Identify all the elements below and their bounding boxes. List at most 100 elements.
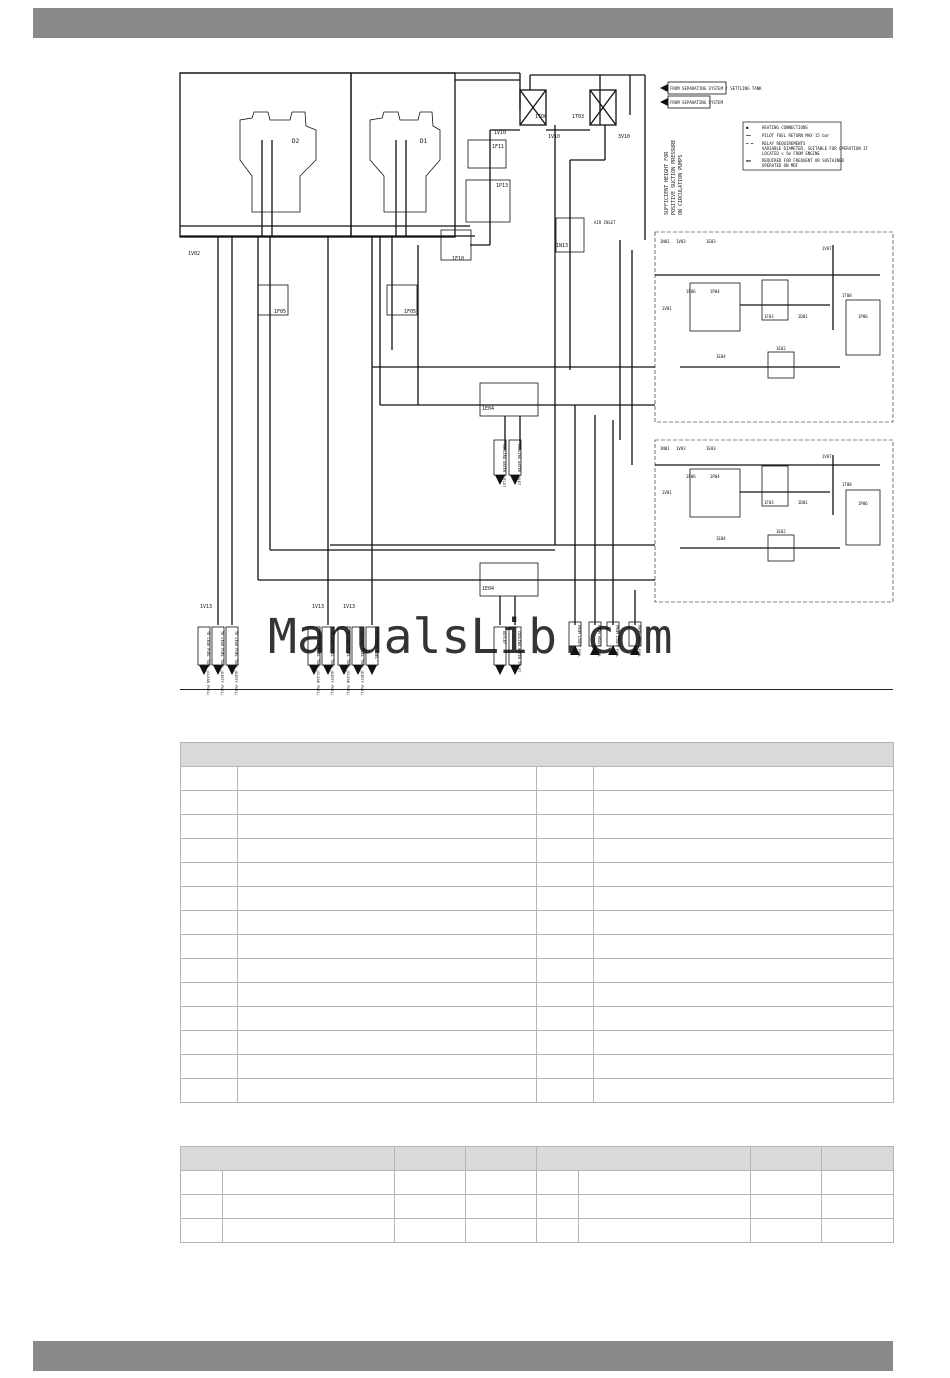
cooling-water-outlet-label: COOLING WATER OUTLET (502, 444, 506, 488)
table-row (180, 1054, 894, 1079)
engine-label-d2: D2 (292, 138, 300, 145)
tag: 1T08 (842, 293, 852, 298)
tag: 1P06 (858, 314, 868, 319)
tag: 1F06 (686, 474, 696, 479)
table-cell (237, 838, 537, 863)
tag: 1P04 (710, 289, 720, 294)
table-cell (750, 1194, 822, 1219)
table-cell (180, 1006, 238, 1031)
tag: 1F03 (764, 500, 774, 505)
tank-1t03 (589, 89, 617, 126)
tag: 1V01 (662, 490, 672, 495)
legend-text: VARIABLE DIAMETER, SUITABLE FOR OPERATIO… (762, 146, 869, 151)
table-cell (593, 910, 894, 935)
tag: 1D01 (798, 500, 808, 505)
table-cell (536, 1006, 594, 1031)
table-cell (536, 958, 594, 983)
tag-1t03: 1T03 (572, 114, 584, 120)
table-cell (180, 982, 238, 1007)
tag-1v10: 1V10 (494, 130, 506, 136)
footer-bar (33, 1341, 893, 1371)
outlet-label: TO LEAK FUEL TANK (CLEAN FUEL) (346, 631, 350, 696)
table-cell (536, 790, 594, 815)
tag: 1V03 (676, 239, 686, 244)
table-cell (180, 958, 238, 983)
table-cell (222, 1170, 395, 1195)
table-header-cell (180, 742, 894, 767)
legend-box (742, 121, 842, 171)
tag: 1P06 (858, 501, 868, 506)
legend-symbol: ▬▬ (746, 158, 751, 163)
table-row (180, 982, 894, 1007)
table-cell (536, 982, 594, 1007)
table-cell (180, 1054, 238, 1079)
table-row (180, 1194, 894, 1219)
cooler-1e04-upper (479, 382, 539, 417)
filter-1f05-right (386, 284, 418, 316)
table-cell (750, 1218, 822, 1243)
table-cell (536, 766, 594, 791)
table-cell (465, 1194, 537, 1219)
table-cell (593, 958, 894, 983)
table-cell (465, 1170, 537, 1195)
table-cell (536, 1194, 579, 1219)
table-cell (821, 1218, 894, 1243)
diagram-divider (180, 689, 893, 690)
tag: 1V03 (676, 446, 686, 451)
table-cell (237, 982, 537, 1007)
vertical-note-line-2: POSITIVE SUCTION PRESSURE (671, 140, 677, 215)
cooler-1e04-lower (479, 562, 539, 597)
engine-d1-outline (369, 111, 441, 213)
tag: 1E03 (706, 239, 716, 244)
table-cell (536, 1170, 579, 1195)
table-cell (237, 1030, 537, 1055)
from-separating-system-label: FROM SEPARATING SYSTEM (670, 100, 724, 105)
table-row (180, 766, 894, 791)
table-cell (180, 886, 238, 911)
table-cell (593, 790, 894, 815)
from-separating-system-settling-label: FROM SEPARATING SYSTEM / SETTLING TANK (670, 86, 762, 91)
vertical-note-line-1: SUFFICIENT HEIGHT FOR (664, 151, 670, 215)
table-cell (593, 886, 894, 911)
legend-text: LOCATED < 5m FROM ENGINE (762, 151, 820, 156)
table-cell (821, 1170, 894, 1195)
outlet-label: TO HEAVY FUEL (374, 631, 378, 659)
engine-d2-outline (239, 111, 317, 213)
table-cell (237, 1078, 537, 1103)
table-cell (593, 862, 894, 887)
table-cell (593, 814, 894, 839)
tag: 1F06 (686, 289, 696, 294)
tag-1e04-lower: 1E04 (482, 586, 494, 592)
table-cell (237, 1006, 537, 1031)
inlet-label: FROM HEAVY FUEL (597, 625, 601, 657)
tag-1v13-left: 1V13 (200, 604, 212, 610)
outlet-label: TO LEAK FUEL TANK (DIRTY FUEL) (330, 631, 334, 696)
table-row (180, 910, 894, 935)
table-cell (180, 1030, 238, 1055)
table-cell (593, 982, 894, 1007)
outlet-label: TO LEAK FUEL TANK (CLEAN FUEL) (316, 631, 320, 696)
unit-1n13 (555, 217, 585, 253)
legend-symbol: ━ ━ (745, 141, 754, 146)
table-cell (222, 1218, 395, 1243)
vertical-note-line-3: ON CIRCULATION PUMPS (678, 155, 684, 215)
table-cell (237, 766, 537, 791)
table-cell (180, 1078, 238, 1103)
table-row (180, 838, 894, 863)
tank-1t06 (519, 89, 547, 126)
table-cell (180, 910, 238, 935)
booster-unit-2 (654, 439, 894, 603)
table-row (180, 1218, 894, 1243)
table-header-cell (821, 1146, 894, 1171)
lower-outlet-label: OUTLET (502, 631, 506, 645)
table-cell (536, 1218, 579, 1243)
tag: 1N01 (660, 239, 670, 244)
ratings-table (180, 1146, 894, 1243)
table-row (180, 1078, 894, 1103)
table-cell (180, 1218, 223, 1243)
table-cell (180, 766, 238, 791)
legend-text: REQUIRED FOR FREQUENT OR SUSTAINED (762, 158, 844, 163)
table-row (180, 958, 894, 983)
table-cell (237, 1054, 537, 1079)
tag: 1P04 (710, 474, 720, 479)
